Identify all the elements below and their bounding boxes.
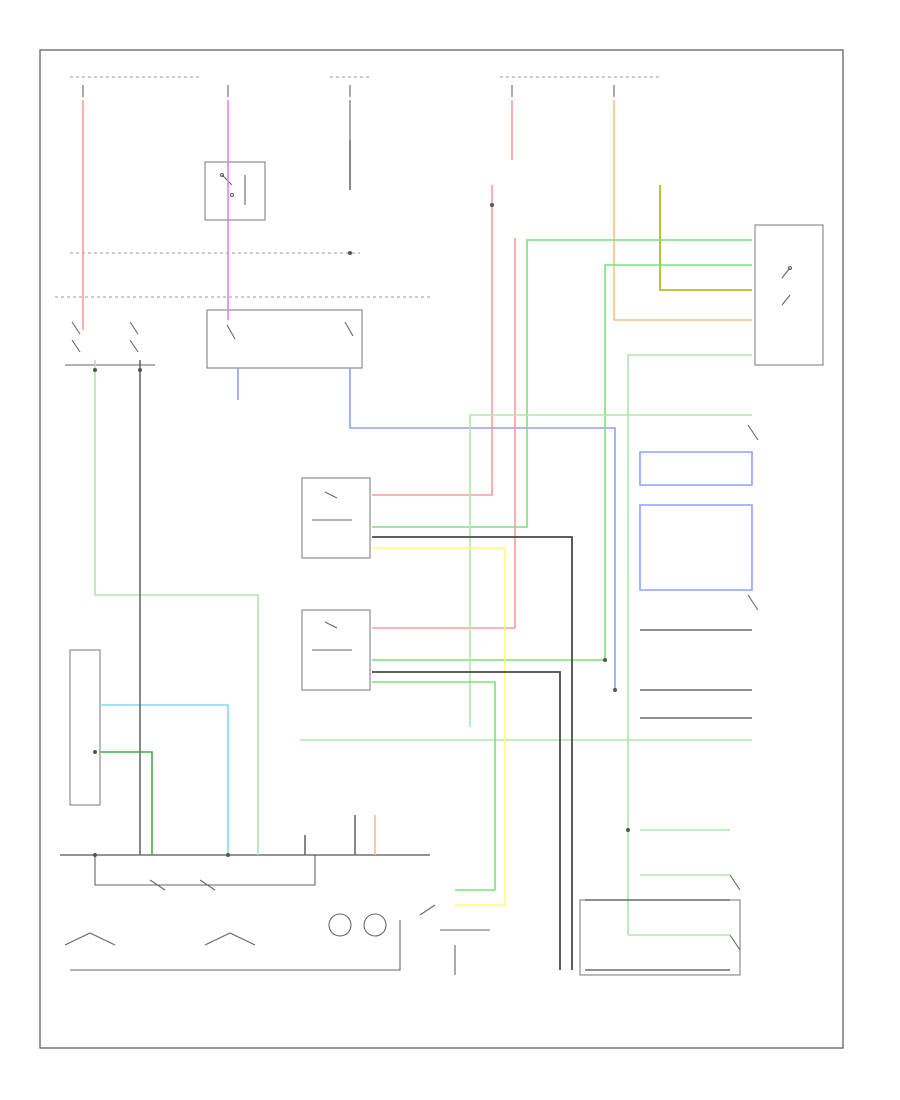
wire-olive [659, 185, 752, 291]
wire-red-ignition [372, 100, 513, 496]
wire-black-sensor-returns [640, 629, 752, 719]
wire-green-ccm [604, 264, 752, 660]
lower-switches [64, 855, 401, 971]
pcm-power-relay [204, 161, 266, 221]
wire-yellow [372, 547, 506, 906]
ccm-switches [781, 265, 793, 306]
fan-relay-switches [312, 491, 352, 651]
splice-dots [93, 203, 630, 857]
wire-black-low-fan [372, 536, 573, 970]
wire-black-grounds [139, 360, 356, 855]
wire-blue-pressure-loop-1 [639, 451, 753, 486]
ac-compressor-relay-block [206, 309, 363, 369]
left-cooling-fan-motor [328, 913, 352, 937]
wire-light-green-sensors [628, 829, 730, 936]
low-speed-fan-relay [301, 477, 371, 559]
high-speed-fan-relay [301, 609, 371, 691]
ac-cutout-switch [419, 904, 490, 975]
fuse-symbols [82, 85, 615, 140]
diagram-frame [39, 49, 844, 1049]
wire-light-green-switch [469, 414, 752, 727]
wire-green-fan-control [372, 681, 496, 891]
wire-green-low-fan [372, 239, 752, 528]
wire-dark-green [100, 751, 153, 855]
wire-light-green-ccm [627, 354, 752, 935]
wire-black-pcm [585, 899, 730, 971]
wire-black-high-fan [372, 671, 561, 970]
ac-pressure-switches [729, 424, 759, 951]
pcm-relay-switch [219, 172, 246, 205]
wire-cyan [100, 704, 229, 855]
wire-orange [613, 100, 752, 321]
wire-blue-ac-feed [349, 368, 616, 690]
wire-blue-pressure-loop-2 [639, 504, 753, 591]
rear-window-defogger-module [69, 649, 101, 806]
relay-switches-upper [65, 321, 354, 366]
wire-light-green-defog [94, 360, 259, 855]
climate-control-module [754, 224, 824, 366]
wire-red-high-fan [372, 238, 516, 629]
right-cooling-fan-motor [363, 913, 387, 937]
pcm-connector [579, 899, 741, 976]
